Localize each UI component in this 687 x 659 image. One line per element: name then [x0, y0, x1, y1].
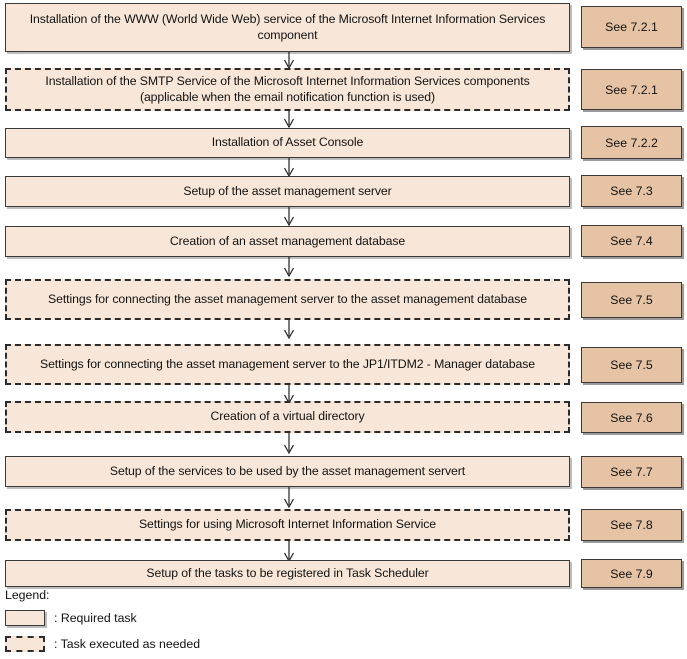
connector-arrow-4-to-5 [283, 207, 295, 226]
reference-box-step-6[interactable]: See 7.5 [581, 282, 682, 318]
task-label: Creation of an asset management database [169, 233, 406, 248]
task-label: Settings for connecting the asset manage… [48, 291, 527, 306]
reference-box-step-5[interactable]: See 7.4 [581, 225, 682, 257]
task-label: Settings for connecting the asset manage… [39, 356, 536, 371]
reference-box-step-3[interactable]: See 7.2.2 [581, 126, 682, 159]
reference-box-step-1[interactable]: See 7.2.1 [581, 6, 682, 48]
arrow-down-icon [283, 257, 295, 277]
reference-box-step-9[interactable]: See 7.7 [581, 456, 682, 488]
legend-entry-optional: : Task executed as needed [4, 633, 424, 655]
connector-arrow-6-to-7 [283, 320, 295, 339]
task-box-step-8[interactable]: Creation of a virtual directory [5, 401, 570, 433]
reference-box-step-11[interactable]: See 7.9 [581, 559, 682, 588]
task-label: Setup of the tasks to be registered in T… [146, 565, 429, 580]
reference-box-step-8[interactable]: See 7.6 [581, 402, 682, 433]
task-box-step-3[interactable]: Installation of Asset Console [5, 128, 570, 158]
connector-arrow-8-to-9 [283, 433, 295, 454]
connector-arrow-1-to-2 [283, 52, 295, 69]
task-label: Settings for using Microsoft Internet In… [138, 517, 437, 532]
reference-label: See 7.2.1 [605, 20, 658, 34]
legend: Legend: : Required task : Task executed … [4, 588, 424, 659]
task-label: Installation of the WWW (World Wide Web)… [29, 12, 546, 42]
legend-swatch-required-task [5, 610, 45, 626]
connector-arrow-5-to-6 [283, 257, 295, 277]
task-label: Installation of Asset Console [211, 135, 364, 150]
reference-label: See 7.6 [610, 410, 653, 425]
connector-arrow-2-to-3 [283, 111, 295, 128]
legend-label-required-task: : Required task [54, 611, 137, 625]
connector-arrow-3-to-4 [283, 158, 295, 177]
reference-box-step-10[interactable]: See 7.8 [581, 509, 682, 541]
reference-box-step-4[interactable]: See 7.3 [581, 175, 682, 207]
reference-label: See 7.4 [610, 234, 653, 248]
arrow-down-icon [283, 158, 295, 177]
reference-label: See 7.3 [610, 184, 653, 198]
legend-swatch-optional-task [5, 636, 45, 652]
task-box-step-6[interactable]: Settings for connecting the asset manage… [5, 279, 570, 320]
reference-box-step-2[interactable]: See 7.2.1 [581, 69, 682, 110]
reference-label: See 7.2.1 [605, 82, 658, 97]
legend-label-optional-task: : Task executed as needed [54, 637, 201, 651]
task-box-step-9[interactable]: Setup of the services to be used by the … [5, 456, 570, 487]
connector-arrow-9-to-10 [283, 487, 295, 508]
arrow-down-icon [283, 320, 295, 339]
task-box-step-2[interactable]: Installation of the SMTP Service of the … [5, 68, 570, 111]
legend-title: Legend: [5, 588, 50, 602]
task-box-step-10[interactable]: Settings for using Microsoft Internet In… [5, 509, 570, 541]
reference-label: See 7.9 [610, 566, 653, 581]
task-label: Setup of the asset management server [183, 183, 392, 198]
task-label: Installation of the SMTP Service of the … [45, 74, 530, 104]
task-box-step-5[interactable]: Creation of an asset management database [5, 226, 570, 257]
task-box-step-4[interactable]: Setup of the asset management server [5, 176, 570, 207]
legend-entry-required: : Required task [4, 607, 424, 629]
reference-label: See 7.5 [610, 293, 653, 307]
reference-label: See 7.8 [610, 518, 653, 532]
arrow-down-icon [283, 541, 295, 562]
connector-arrow-10-to-11 [283, 541, 295, 562]
reference-box-step-7[interactable]: See 7.5 [581, 347, 682, 383]
arrow-down-icon [283, 111, 295, 128]
task-box-step-1[interactable]: Installation of the WWW (World Wide Web)… [5, 3, 570, 52]
reference-label: See 7.5 [610, 358, 653, 372]
reference-label: See 7.7 [610, 465, 653, 479]
task-label: Setup of the services to be used by the … [109, 463, 466, 478]
arrow-down-icon [283, 52, 295, 69]
task-box-step-7[interactable]: Settings for connecting the asset manage… [5, 344, 570, 385]
task-label: Creation of a virtual directory [210, 409, 365, 424]
reference-label: See 7.2.2 [605, 135, 658, 150]
arrow-down-icon [283, 487, 295, 508]
task-box-step-11[interactable]: Setup of the tasks to be registered in T… [5, 560, 570, 587]
arrow-down-icon [283, 207, 295, 226]
arrow-down-icon [283, 433, 295, 454]
